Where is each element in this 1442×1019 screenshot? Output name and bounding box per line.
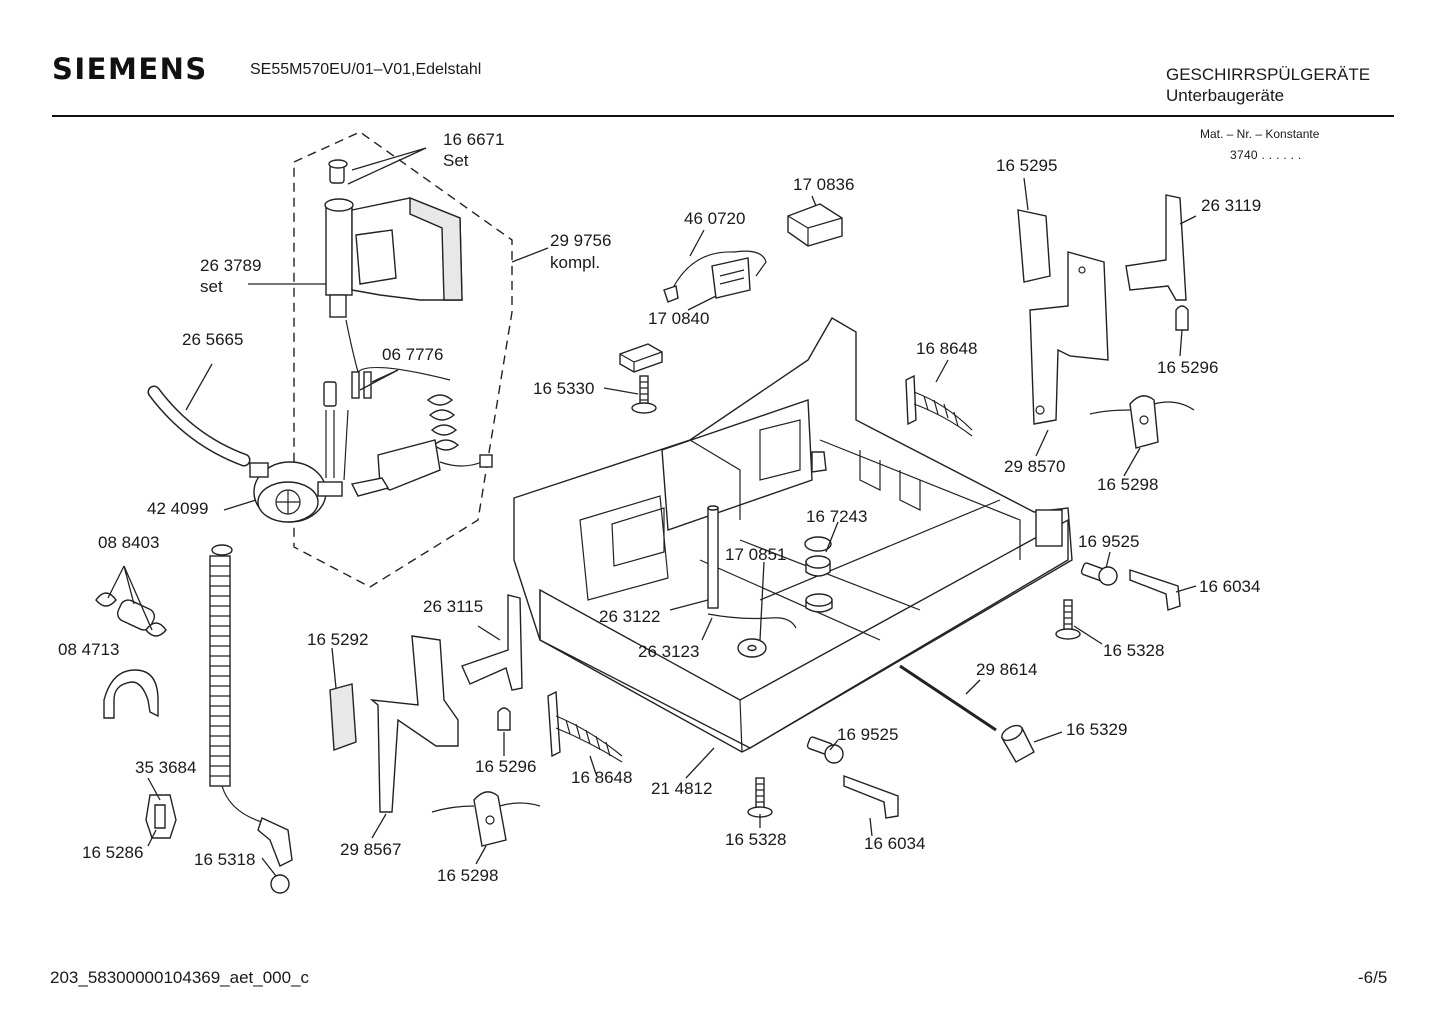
label-166671: 16 6671 bbox=[443, 130, 504, 149]
label-168648-lower: 16 8648 bbox=[571, 768, 632, 787]
model-number: SE55M570EU/01–V01,Edelstahl bbox=[250, 61, 482, 78]
label-263789: 26 3789 bbox=[200, 256, 261, 275]
hose-clamps-088403 bbox=[95, 592, 167, 637]
terminal-block-170840 bbox=[711, 257, 751, 299]
label-353684: 35 3684 bbox=[135, 758, 196, 777]
material-number-label: Mat. – Nr. – Konstante bbox=[1200, 127, 1320, 141]
label-set-1: Set bbox=[443, 151, 469, 170]
label-169525-bottom: 16 9525 bbox=[837, 725, 898, 744]
sensor-165298-left bbox=[473, 791, 507, 847]
label-170840: 17 0840 bbox=[648, 309, 709, 328]
foot-165329 bbox=[1001, 724, 1035, 763]
sensor-165298-right bbox=[1129, 395, 1159, 449]
category-title: GESCHIRRSPÜLGERÄTE Unterbaugeräte bbox=[1166, 64, 1370, 106]
label-088403: 08 8403 bbox=[98, 533, 159, 552]
label-263123: 26 3123 bbox=[638, 642, 699, 661]
label-165328-bottom: 16 5328 bbox=[725, 830, 786, 849]
corrugated-drain-hose-353684 bbox=[209, 544, 293, 894]
brand-logo: SIEMENS bbox=[52, 52, 208, 86]
circulation-pump-424099 bbox=[249, 461, 343, 523]
page-number: -6/5 bbox=[1358, 968, 1388, 987]
label-424099: 42 4099 bbox=[147, 499, 208, 518]
label-298570: 29 8570 bbox=[1004, 457, 1065, 476]
foot-169525-right bbox=[1080, 562, 1118, 586]
bracket-clip-084713 bbox=[103, 669, 159, 719]
wire-460720 bbox=[669, 250, 767, 295]
label-166034-bottom: 16 6034 bbox=[864, 834, 925, 853]
label-165286: 16 5286 bbox=[82, 843, 143, 862]
drain-pump-assembly bbox=[323, 159, 493, 497]
rack-166034-bottom bbox=[843, 774, 899, 819]
label-165328-right: 16 5328 bbox=[1103, 641, 1164, 660]
label-set-2: set bbox=[200, 277, 223, 296]
label-165296-right: 16 5296 bbox=[1157, 358, 1218, 377]
label-168648-upper: 16 8648 bbox=[916, 339, 977, 358]
rack-166034-right bbox=[1129, 569, 1181, 611]
category-line-1: GESCHIRRSPÜLGERÄTE bbox=[1166, 65, 1371, 84]
label-165329: 16 5329 bbox=[1066, 720, 1127, 739]
gasket-167243 bbox=[804, 536, 832, 552]
label-067776: 06 7776 bbox=[382, 345, 443, 364]
label-298567: 29 8567 bbox=[340, 840, 401, 859]
part-165292 bbox=[329, 683, 357, 751]
leader-lines bbox=[107, 147, 1197, 877]
pump-group-boundary bbox=[293, 131, 513, 588]
part-165286 bbox=[145, 794, 177, 839]
category-line-2: Unterbaugeräte bbox=[1166, 86, 1285, 105]
label-169525-right: 16 9525 bbox=[1078, 532, 1139, 551]
label-165296-left: 16 5296 bbox=[475, 757, 536, 776]
spring-168648-upper bbox=[905, 374, 973, 437]
label-170851: 17 0851 bbox=[725, 545, 786, 564]
spring-168648-lower bbox=[547, 690, 623, 763]
label-165295: 16 5295 bbox=[996, 156, 1057, 175]
screw-165330 bbox=[631, 375, 657, 414]
label-263115: 26 3115 bbox=[423, 597, 483, 616]
base-tub-214812 bbox=[513, 317, 1073, 753]
clip-165296-left bbox=[497, 707, 511, 731]
label-165318: 16 5318 bbox=[194, 850, 255, 869]
label-165298-left: 16 5298 bbox=[437, 866, 498, 885]
block-165330 bbox=[619, 343, 663, 373]
label-299756: 29 9756 bbox=[550, 231, 611, 250]
label-170836: 17 0836 bbox=[793, 175, 854, 194]
label-214812: 21 4812 bbox=[651, 779, 712, 798]
part-labels: 16 6671 Set 26 3789 set 29 9756 kompl. 2… bbox=[58, 130, 1261, 885]
connector-170836 bbox=[787, 203, 843, 247]
label-kompl: kompl. bbox=[550, 253, 600, 272]
bracket-298570 bbox=[1029, 251, 1109, 425]
bracket-263115 bbox=[461, 594, 523, 691]
screw-165328-right bbox=[1055, 599, 1081, 640]
tube-263122 bbox=[707, 507, 719, 609]
label-298614: 29 8614 bbox=[976, 660, 1037, 679]
label-165330: 16 5330 bbox=[533, 379, 594, 398]
label-165298-right: 16 5298 bbox=[1097, 475, 1158, 494]
label-265665: 26 5665 bbox=[182, 330, 243, 349]
rod-298614 bbox=[899, 664, 997, 732]
clip-165296-right bbox=[1175, 305, 1189, 331]
bracket-263119 bbox=[1125, 194, 1187, 301]
label-263122: 26 3122 bbox=[599, 607, 660, 626]
document-id: 203_58300000104369_aet_000_c bbox=[50, 968, 310, 987]
screw-165328-bottom bbox=[747, 777, 773, 818]
label-165292: 16 5292 bbox=[307, 630, 368, 649]
pipe-263123 bbox=[707, 613, 797, 629]
material-number-value: 3740 . . . . . . bbox=[1230, 148, 1302, 162]
part-165295 bbox=[1017, 209, 1051, 283]
header-divider bbox=[52, 115, 1394, 117]
label-167243: 16 7243 bbox=[806, 507, 867, 526]
label-460720: 46 0720 bbox=[684, 209, 745, 228]
label-166034-right: 16 6034 bbox=[1199, 577, 1260, 596]
label-084713: 08 4713 bbox=[58, 640, 119, 659]
label-263119: 26 3119 bbox=[1201, 196, 1261, 215]
bracket-298567 bbox=[369, 635, 459, 813]
